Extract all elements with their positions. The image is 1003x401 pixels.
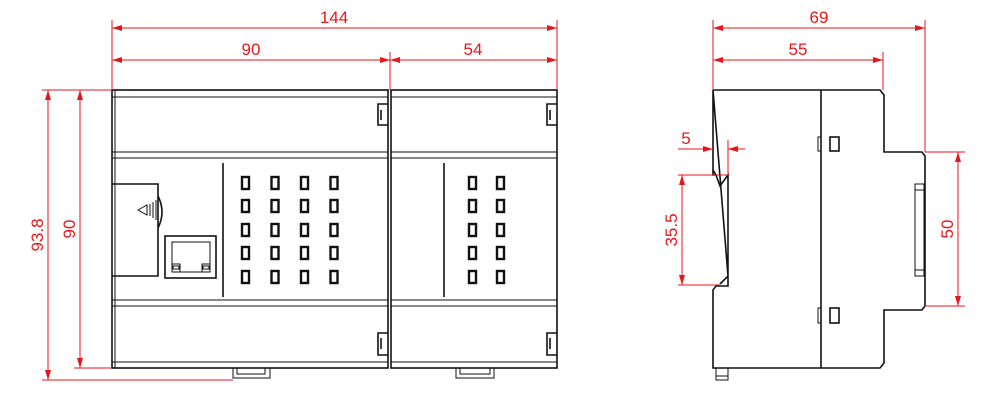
led-indicator — [270, 198, 280, 214]
led-indicator — [270, 175, 280, 191]
dim-body-height: 90 — [60, 220, 79, 239]
led-indicator — [240, 198, 251, 214]
dim-overall-depth: 69 — [810, 8, 829, 27]
led-indicator — [299, 269, 310, 285]
led-indicator — [495, 222, 506, 238]
triangle-arrow-icon — [136, 200, 157, 220]
led-indicator — [467, 198, 478, 214]
led-indicator — [495, 269, 506, 285]
led-indicator — [299, 222, 310, 238]
dim-din-rail-height: 35.5 — [662, 213, 681, 246]
led-indicator — [329, 198, 339, 214]
led-indicator — [329, 269, 339, 285]
led-indicator — [299, 175, 310, 191]
led-indicator — [495, 175, 506, 191]
ethernet-port — [164, 235, 217, 279]
led-indicator — [270, 245, 280, 261]
latch-bottom — [377, 332, 388, 356]
led-indicator — [467, 175, 478, 191]
front-dimensions: 144 90 54 93.8 90 — [28, 8, 558, 381]
led-grid-expansion — [467, 175, 506, 285]
main-module — [111, 89, 389, 379]
led-indicator — [467, 245, 478, 261]
led-grid-main — [240, 175, 339, 285]
led-indicator — [240, 222, 251, 238]
led-indicator — [270, 222, 280, 238]
led-indicator — [299, 245, 310, 261]
dim-front-step-height: 50 — [938, 220, 957, 239]
led-indicator — [495, 198, 506, 214]
led-indicator — [299, 198, 310, 214]
led-indicator — [467, 269, 478, 285]
battery-cover — [112, 183, 163, 277]
expansion-module — [390, 89, 558, 379]
led-indicator — [240, 269, 251, 285]
led-indicator — [329, 222, 339, 238]
led-indicator — [270, 269, 280, 285]
side-connector — [914, 183, 925, 277]
dim-overall-height: 93.8 — [28, 218, 47, 251]
side-view — [712, 89, 926, 381]
dim-expansion-width: 54 — [464, 40, 483, 59]
led-indicator — [240, 245, 251, 261]
dim-overall-width: 144 — [320, 8, 348, 27]
dim-body-depth: 55 — [789, 40, 808, 59]
dim-main-width: 90 — [242, 40, 261, 59]
latch-top — [377, 103, 388, 126]
led-indicator — [240, 175, 251, 191]
led-indicator — [329, 175, 339, 191]
front-view — [111, 89, 558, 379]
din-clip — [232, 368, 271, 379]
side-dimensions: 69 55 5 35.5 50 — [662, 8, 965, 307]
led-indicator — [329, 245, 339, 261]
dim-rail-offset: 5 — [681, 129, 690, 148]
led-indicator — [495, 245, 506, 261]
led-indicator — [467, 222, 478, 238]
cover-grip-icon — [157, 195, 163, 229]
